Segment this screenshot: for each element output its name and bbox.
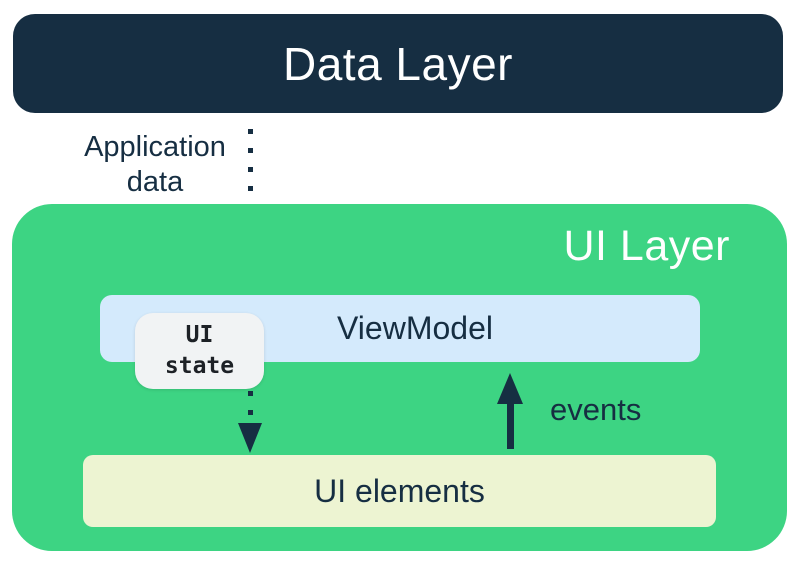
- ui-state-badge: UI state: [135, 313, 264, 389]
- application-data-label-line1: Application: [84, 131, 226, 163]
- application-data-label-line2: data: [126, 166, 184, 198]
- ui-elements-label: UI elements: [314, 472, 485, 509]
- ui-state-badge-line1: UI: [185, 322, 214, 348]
- dotted-arrow-state-to-elements-line: [248, 391, 253, 421]
- viewmodel-label: ViewModel: [337, 310, 493, 346]
- data-layer-box: Data Layer: [13, 14, 783, 113]
- events-arrow-shaft: [507, 400, 514, 449]
- application-data-label: Application data: [55, 130, 255, 200]
- dotted-arrow-state-to-elements-arrowhead-icon: [238, 423, 262, 453]
- events-label: events: [550, 392, 642, 427]
- events-arrow-up-arrowhead-icon: [497, 373, 523, 404]
- ui-elements-box: UI elements: [83, 455, 716, 527]
- ui-layer-label: UI Layer: [563, 222, 730, 270]
- data-layer-label: Data Layer: [282, 37, 513, 90]
- ui-state-badge-line2: state: [164, 353, 235, 379]
- dotted-arrow-data-to-viewmodel-line: [248, 129, 253, 258]
